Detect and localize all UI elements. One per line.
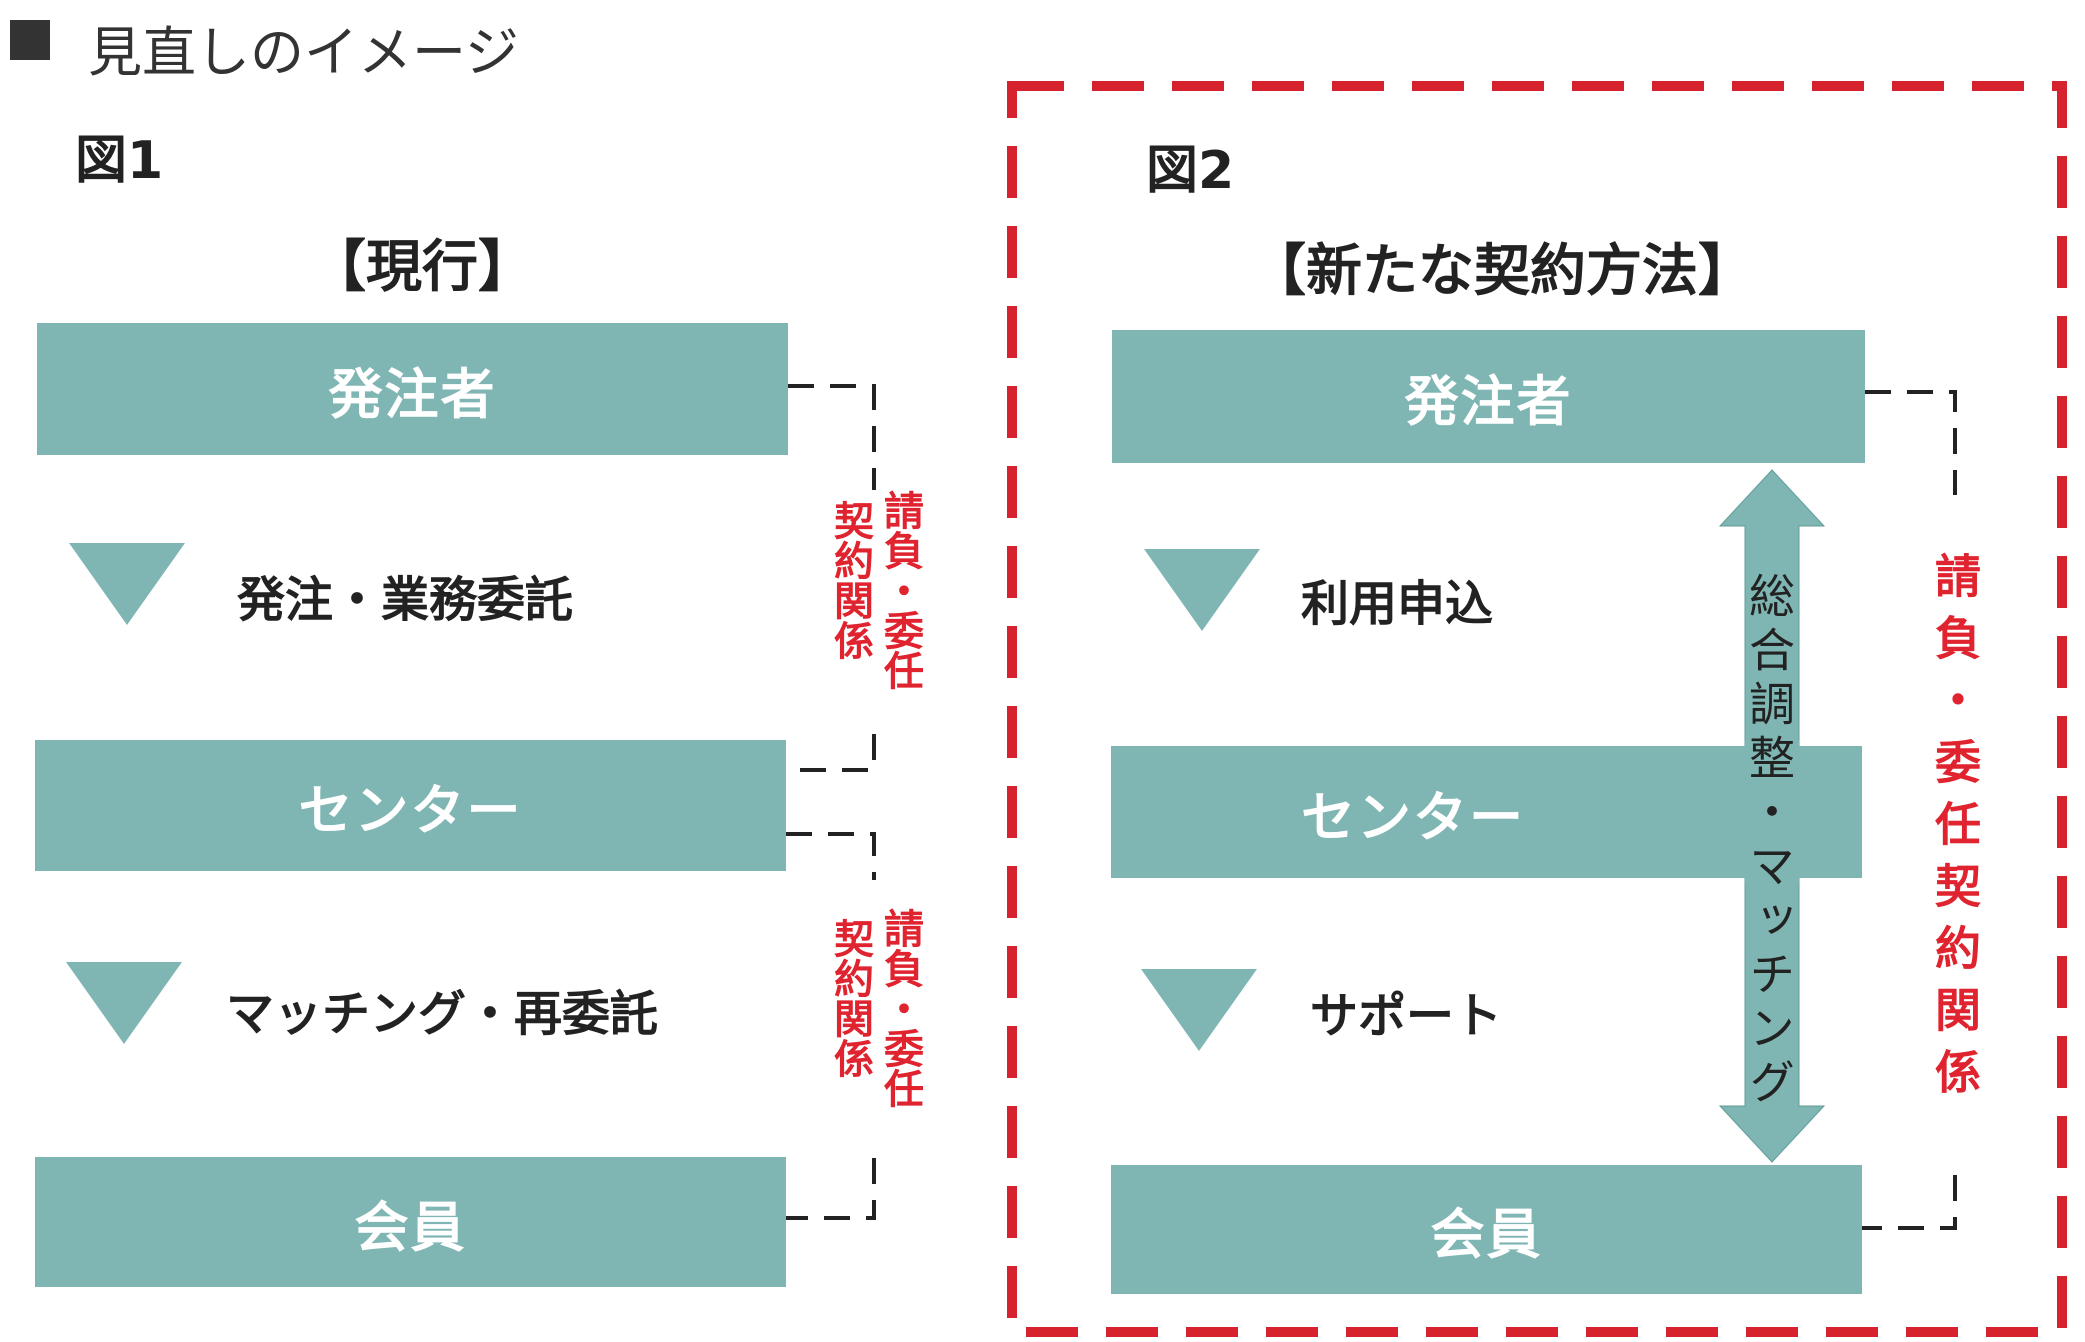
figure2-arrow-label: 総合調整・マッチング [1742,572,1796,1112]
new-method-dashed-frame [1007,81,2067,1337]
figure2-label: 図2 [1146,141,1235,201]
figure1-down-triangle-icon [69,543,185,625]
figure1-flow-order: 発注・業務委託 [237,572,574,628]
figure2-center-box: センター [1111,746,1862,878]
connector-member-bottom [786,1158,876,1220]
figure1-relation2-line2: 契約関係 [827,918,873,1078]
connector-new-orderer [1865,390,1957,495]
connector-center-bottom [786,832,876,880]
title-bullet-square-bullet-icon [10,20,50,60]
page-title: 見直しのイメージ [88,21,519,84]
figure2-member-box: 会員 [1111,1165,1862,1294]
figure2-down-triangle-icon [1141,969,1257,1051]
figure1-label: 図1 [75,131,164,191]
figure1-flow-matching: マッチング・再委託 [226,986,659,1042]
connector-center-top [786,734,876,772]
figure2-orderer-box: 発注者 [1112,330,1865,463]
figure2-flow-application: 利用申込 [1301,576,1494,632]
connector-new-member [1862,1175,1957,1230]
connector-orderer-top [788,384,876,490]
figure2-relation: 請負・委任契約関係 [1928,552,1982,1110]
figure1-down-triangle-icon [66,962,182,1044]
figure1-relation2-line1: 請負・委任 [877,908,923,1108]
figure1-orderer-box: 発注者 [37,323,788,455]
figure1-relation1-line1: 請負・委任 [877,490,923,690]
figure1-relation1-line2: 契約関係 [827,500,873,660]
figure2-heading: 【新たな契約方法】 [1250,239,1754,304]
figure1-member-box: 会員 [35,1157,786,1287]
figure2-down-triangle-icon [1144,549,1260,631]
figure1-heading: 【現行】 [310,235,534,300]
figure2-flow-support: サポート [1310,988,1503,1044]
figure1-center-box: センター [35,740,786,871]
